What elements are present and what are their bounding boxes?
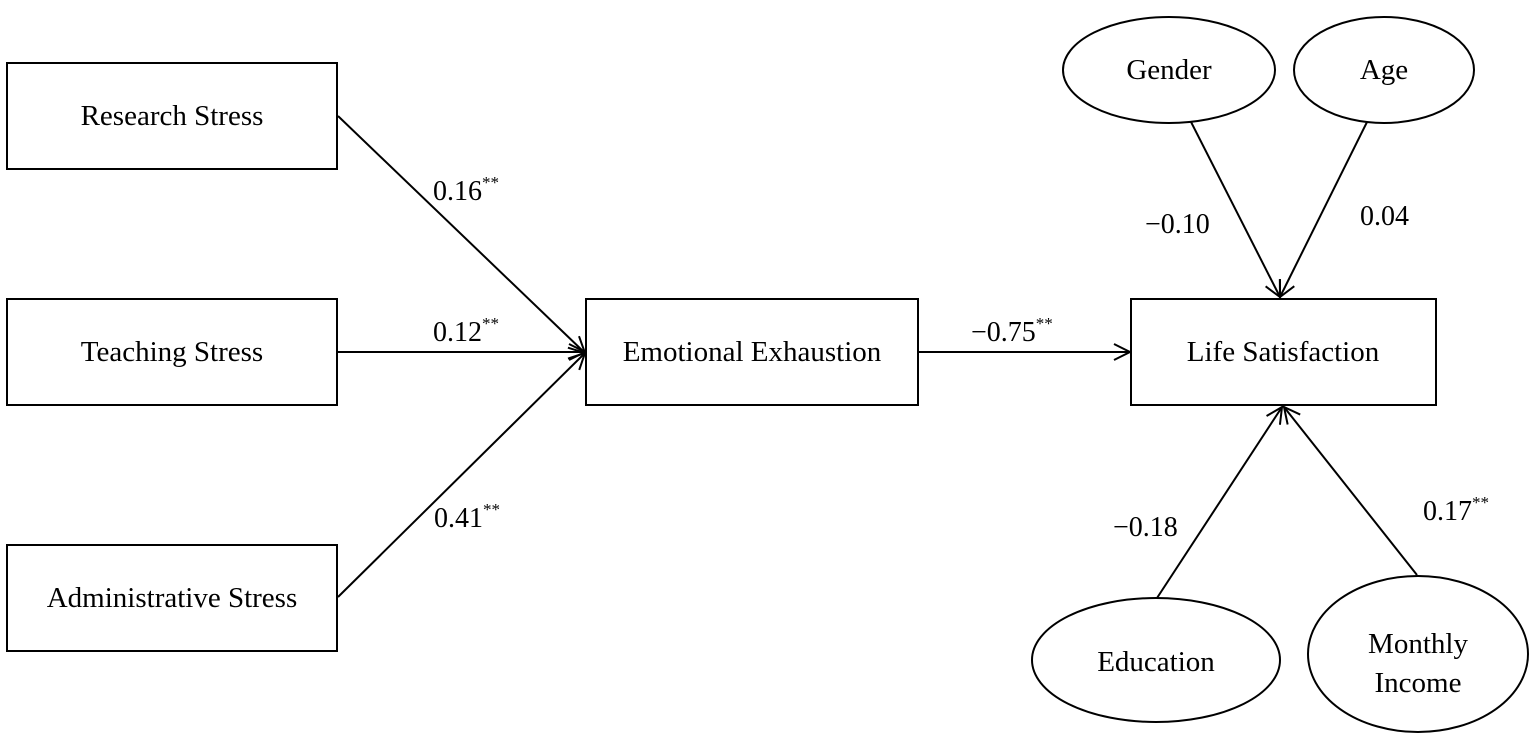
label-life-satisfaction: Life Satisfaction xyxy=(1187,336,1380,368)
node-education: Education xyxy=(1031,597,1281,723)
coef-income-to-life-satisfaction: 0.17** xyxy=(1423,493,1489,527)
coef-gender-to-life-satisfaction: −0.10 xyxy=(1145,209,1210,240)
edge-gender-to-life-satisfaction xyxy=(1187,115,1282,299)
label-monthly-income-line2: Income xyxy=(1375,667,1462,699)
label-monthly-income-line1: Monthly xyxy=(1368,628,1468,660)
label-education: Education xyxy=(1097,646,1215,678)
label-research-stress: Research Stress xyxy=(81,100,264,132)
node-emotional-exhaustion: Emotional Exhaustion xyxy=(585,298,919,406)
coef-research-to-exhaustion: 0.16** xyxy=(433,173,499,207)
coef-exhaustion-to-life-satisfaction: −0.75** xyxy=(971,314,1053,348)
node-gender: Gender xyxy=(1062,16,1276,124)
edge-administrative-to-exhaustion xyxy=(337,351,587,598)
node-teaching-stress: Teaching Stress xyxy=(6,298,338,406)
label-administrative-stress: Administrative Stress xyxy=(47,582,298,614)
node-age: Age xyxy=(1293,16,1475,124)
node-research-stress: Research Stress xyxy=(6,62,338,170)
node-administrative-stress: Administrative Stress xyxy=(6,544,338,652)
coef-administrative-to-exhaustion: 0.41** xyxy=(434,500,500,534)
coef-age-to-life-satisfaction: 0.04 xyxy=(1360,201,1409,232)
edge-income-to-life-satisfaction xyxy=(1282,405,1418,576)
label-emotional-exhaustion: Emotional Exhaustion xyxy=(623,336,882,368)
edge-education-to-life-satisfaction xyxy=(1156,405,1284,599)
label-gender: Gender xyxy=(1126,54,1212,86)
label-teaching-stress: Teaching Stress xyxy=(81,336,263,368)
edge-research-to-exhaustion xyxy=(337,115,587,355)
coefficients: 0.16** 0.12** 0.41** −0.75** −0.10 0.04 … xyxy=(433,173,1489,543)
coef-education-to-life-satisfaction: −0.18 xyxy=(1113,512,1178,543)
node-monthly-income: Monthly Income xyxy=(1307,575,1529,733)
coef-teaching-to-exhaustion: 0.12** xyxy=(433,314,499,348)
edges xyxy=(337,115,1418,599)
label-age: Age xyxy=(1360,54,1408,86)
edge-age-to-life-satisfaction xyxy=(1278,115,1371,300)
node-life-satisfaction: Life Satisfaction xyxy=(1130,298,1437,406)
